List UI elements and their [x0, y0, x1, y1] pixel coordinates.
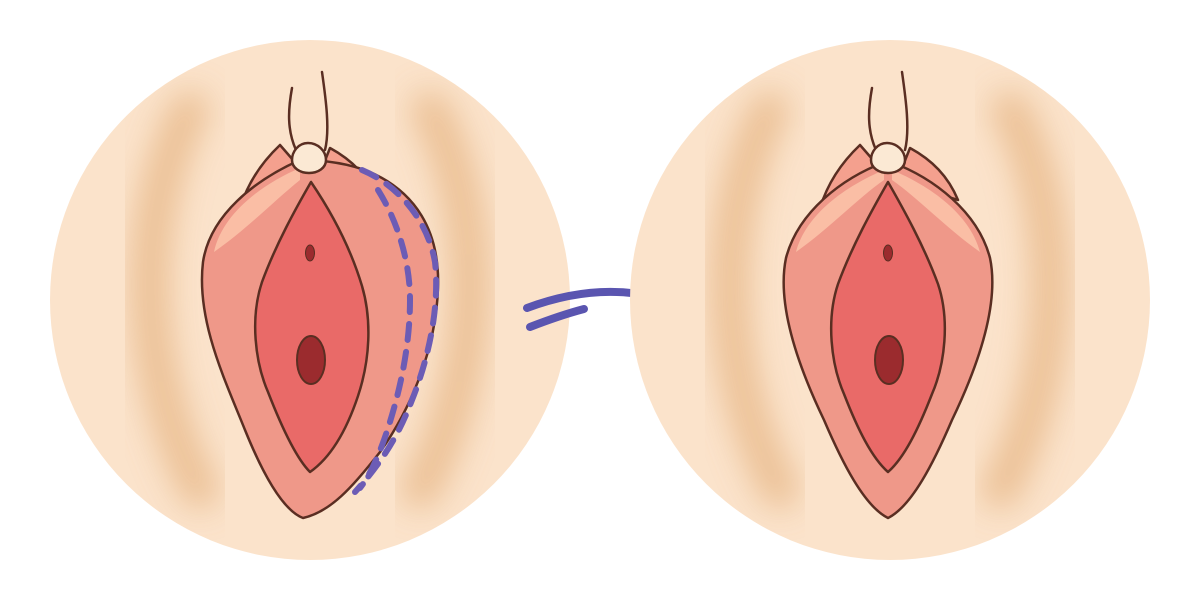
dashed-incision-line [352, 167, 440, 495]
arrow-shaft-lower [526, 305, 588, 331]
outer-labia-highlight-left-after [796, 170, 884, 252]
right-skin-fold-shadow [401, 91, 489, 509]
upper-fold-right [320, 70, 329, 152]
inner-labia-after [829, 180, 947, 474]
clitoris [290, 141, 328, 175]
skin-shadows [131, 91, 489, 509]
vaginal-opening-after [874, 335, 904, 385]
vaginal-opening [296, 335, 326, 385]
skin-shadows-after [711, 91, 1069, 509]
outer-labia-highlight-right-after [892, 170, 980, 252]
after-figure [630, 40, 1150, 560]
outer-labia-highlight [214, 168, 300, 252]
urethral-opening [305, 244, 315, 262]
upper-fold-left-after [867, 86, 878, 152]
before-figure [50, 40, 570, 560]
right-skin-fold-shadow-after [981, 91, 1069, 509]
left-skin-fold-shadow-after [711, 91, 799, 509]
upper-fold-left [287, 86, 298, 152]
clitoris-after [869, 141, 907, 175]
urethral-opening-after [883, 244, 893, 262]
upper-fold-right-after [900, 70, 909, 152]
dashed-incision-line-inner [357, 187, 414, 491]
left-skin-fold-shadow [131, 91, 219, 509]
inner-labia-before [253, 180, 370, 474]
